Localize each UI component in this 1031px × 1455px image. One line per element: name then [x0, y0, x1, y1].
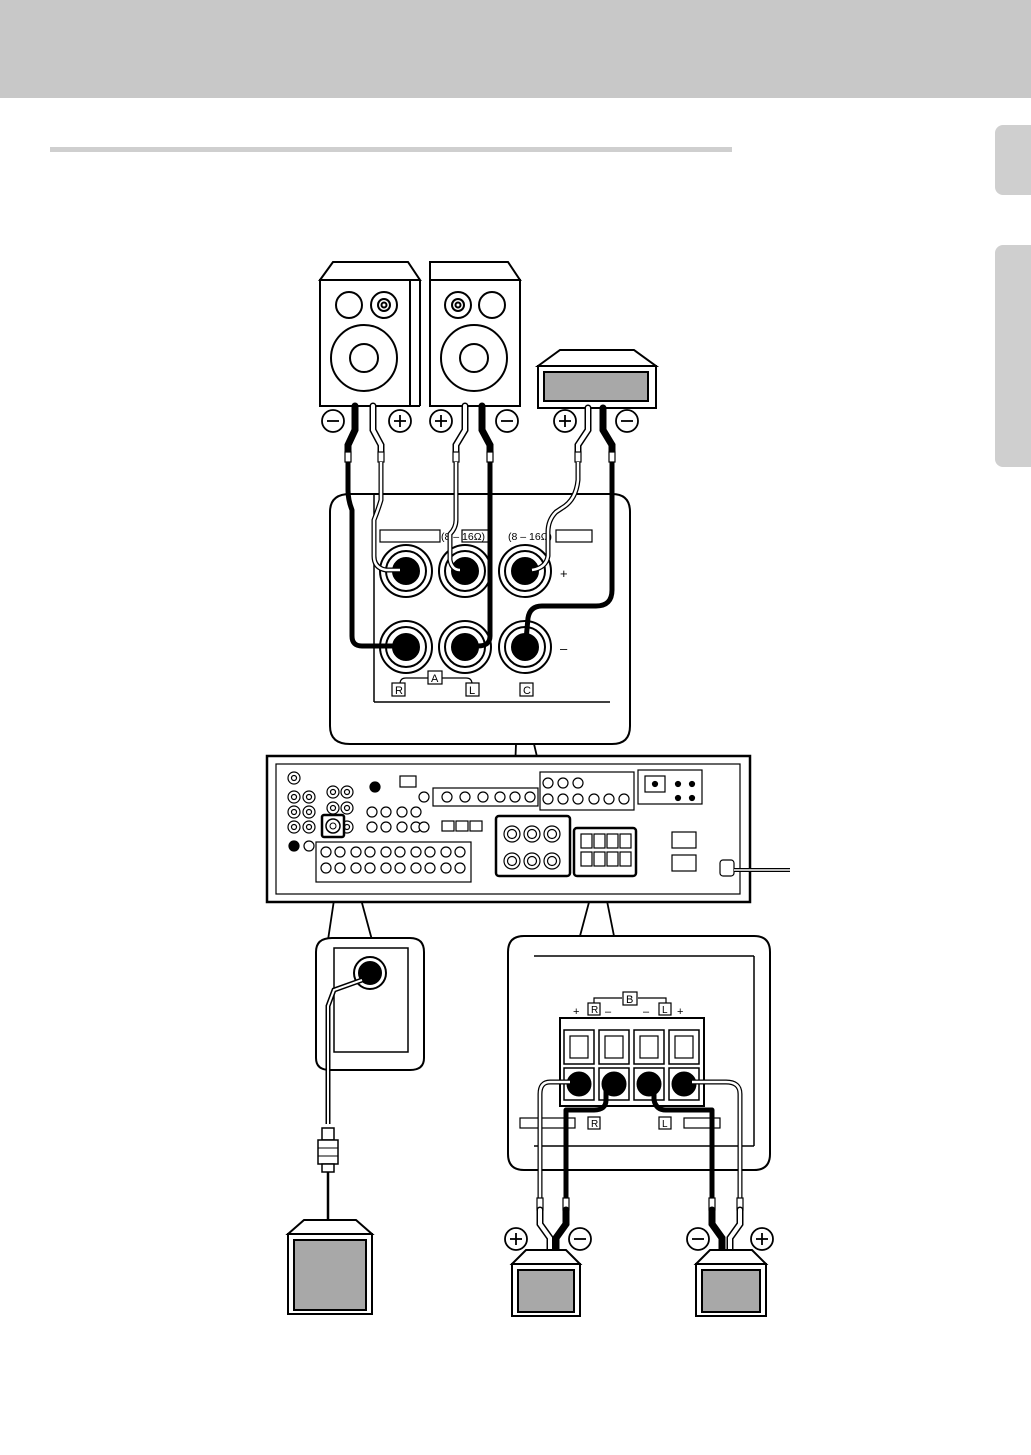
- group-a-label: A: [431, 673, 439, 685]
- bare-wire-tips-top: [345, 452, 615, 462]
- surround-l-bottom-label: L: [662, 1119, 668, 1130]
- center-speaker: [538, 350, 656, 408]
- front-speaker-right: [320, 262, 420, 406]
- surround-speaker-left: [696, 1250, 766, 1316]
- surround-r-plus: +: [573, 1006, 579, 1018]
- group-b-label: B: [626, 994, 633, 1006]
- receiver-rear-panel: [267, 756, 750, 902]
- subwoofer-output-zoom: [316, 938, 424, 1070]
- impedance-label-center: (8 – 16Ω): [508, 531, 552, 543]
- plus-label: +: [560, 566, 568, 581]
- minus-label: –: [560, 641, 568, 656]
- channel-r-label: R: [395, 685, 403, 697]
- subwoofer-box: [288, 1220, 372, 1314]
- surround-r-minus: –: [605, 1006, 612, 1018]
- surround-r-label: R: [591, 1005, 598, 1016]
- surround-l-label: L: [662, 1005, 668, 1016]
- surround-l-minus: –: [643, 1006, 650, 1018]
- surround-r-bottom-label: R: [591, 1119, 598, 1130]
- front-speaker-left: [430, 262, 520, 406]
- channel-c-label: C: [523, 685, 531, 697]
- surround-l-plus: +: [677, 1006, 683, 1018]
- surround-terminal-panel: [508, 936, 770, 1170]
- channel-l-label: L: [469, 685, 475, 697]
- surround-speaker-right: [512, 1250, 580, 1316]
